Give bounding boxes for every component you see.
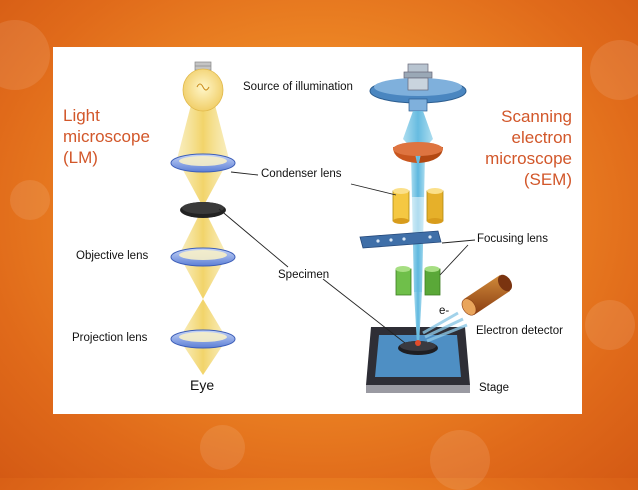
lm-condenser-lens <box>170 153 236 173</box>
sem-aperture-plate <box>359 230 442 249</box>
label-eye: Eye <box>190 377 215 393</box>
bokeh-circle <box>200 425 245 470</box>
sem-stage <box>366 327 470 393</box>
sem-title: Scanning electron microscope (SEM) <box>475 106 572 190</box>
sem-title-line: (SEM) <box>523 170 572 189</box>
label-source-of-illumination: Source of illumination <box>243 81 353 93</box>
lm-title: Light microscope (LM) <box>63 105 150 168</box>
bokeh-circle <box>10 180 50 220</box>
bokeh-circle <box>430 430 490 490</box>
diagram-panel: Light microscope (LM) Scanning electron … <box>53 47 582 414</box>
label-stage: Stage <box>479 382 510 394</box>
bokeh-circle <box>585 300 635 350</box>
lm-title-line: (LM) <box>63 148 98 167</box>
label-electron-detector: Electron detector <box>476 325 563 337</box>
lm-objective-lens <box>170 247 236 267</box>
sem-condenser-lens <box>392 188 444 224</box>
label-focusing-lens: Focusing lens <box>477 233 548 245</box>
sem-focusing-lens <box>395 266 441 296</box>
sem-title-line: electron <box>511 128 572 147</box>
bokeh-circle <box>590 40 638 100</box>
sem-title-line: Scanning <box>501 107 572 126</box>
light-bulb-icon <box>182 61 224 112</box>
sem-title-line: microscope <box>485 149 572 168</box>
electron-source-icon <box>369 63 467 112</box>
lm-title-line: microscope <box>63 127 150 146</box>
label-specimen: Specimen <box>278 269 330 281</box>
label-electron: e- <box>439 305 450 317</box>
label-projection-lens: Projection lens <box>72 332 148 344</box>
label-objective-lens: Objective lens <box>76 250 149 262</box>
lm-projection-lens <box>170 329 236 349</box>
bokeh-circle <box>0 20 50 90</box>
lm-specimen <box>180 202 226 218</box>
leader-lines <box>218 171 476 344</box>
label-condenser-lens: Condenser lens <box>261 168 342 180</box>
lm-title-line: Light <box>63 106 100 125</box>
sem-condenser-disc <box>393 142 443 163</box>
beam-spot <box>415 340 421 346</box>
secondary-electron-arrows <box>422 311 468 343</box>
electron-beam-tip <box>414 292 422 344</box>
electron-detector-icon <box>461 274 513 316</box>
microscope-diagram <box>170 61 513 393</box>
